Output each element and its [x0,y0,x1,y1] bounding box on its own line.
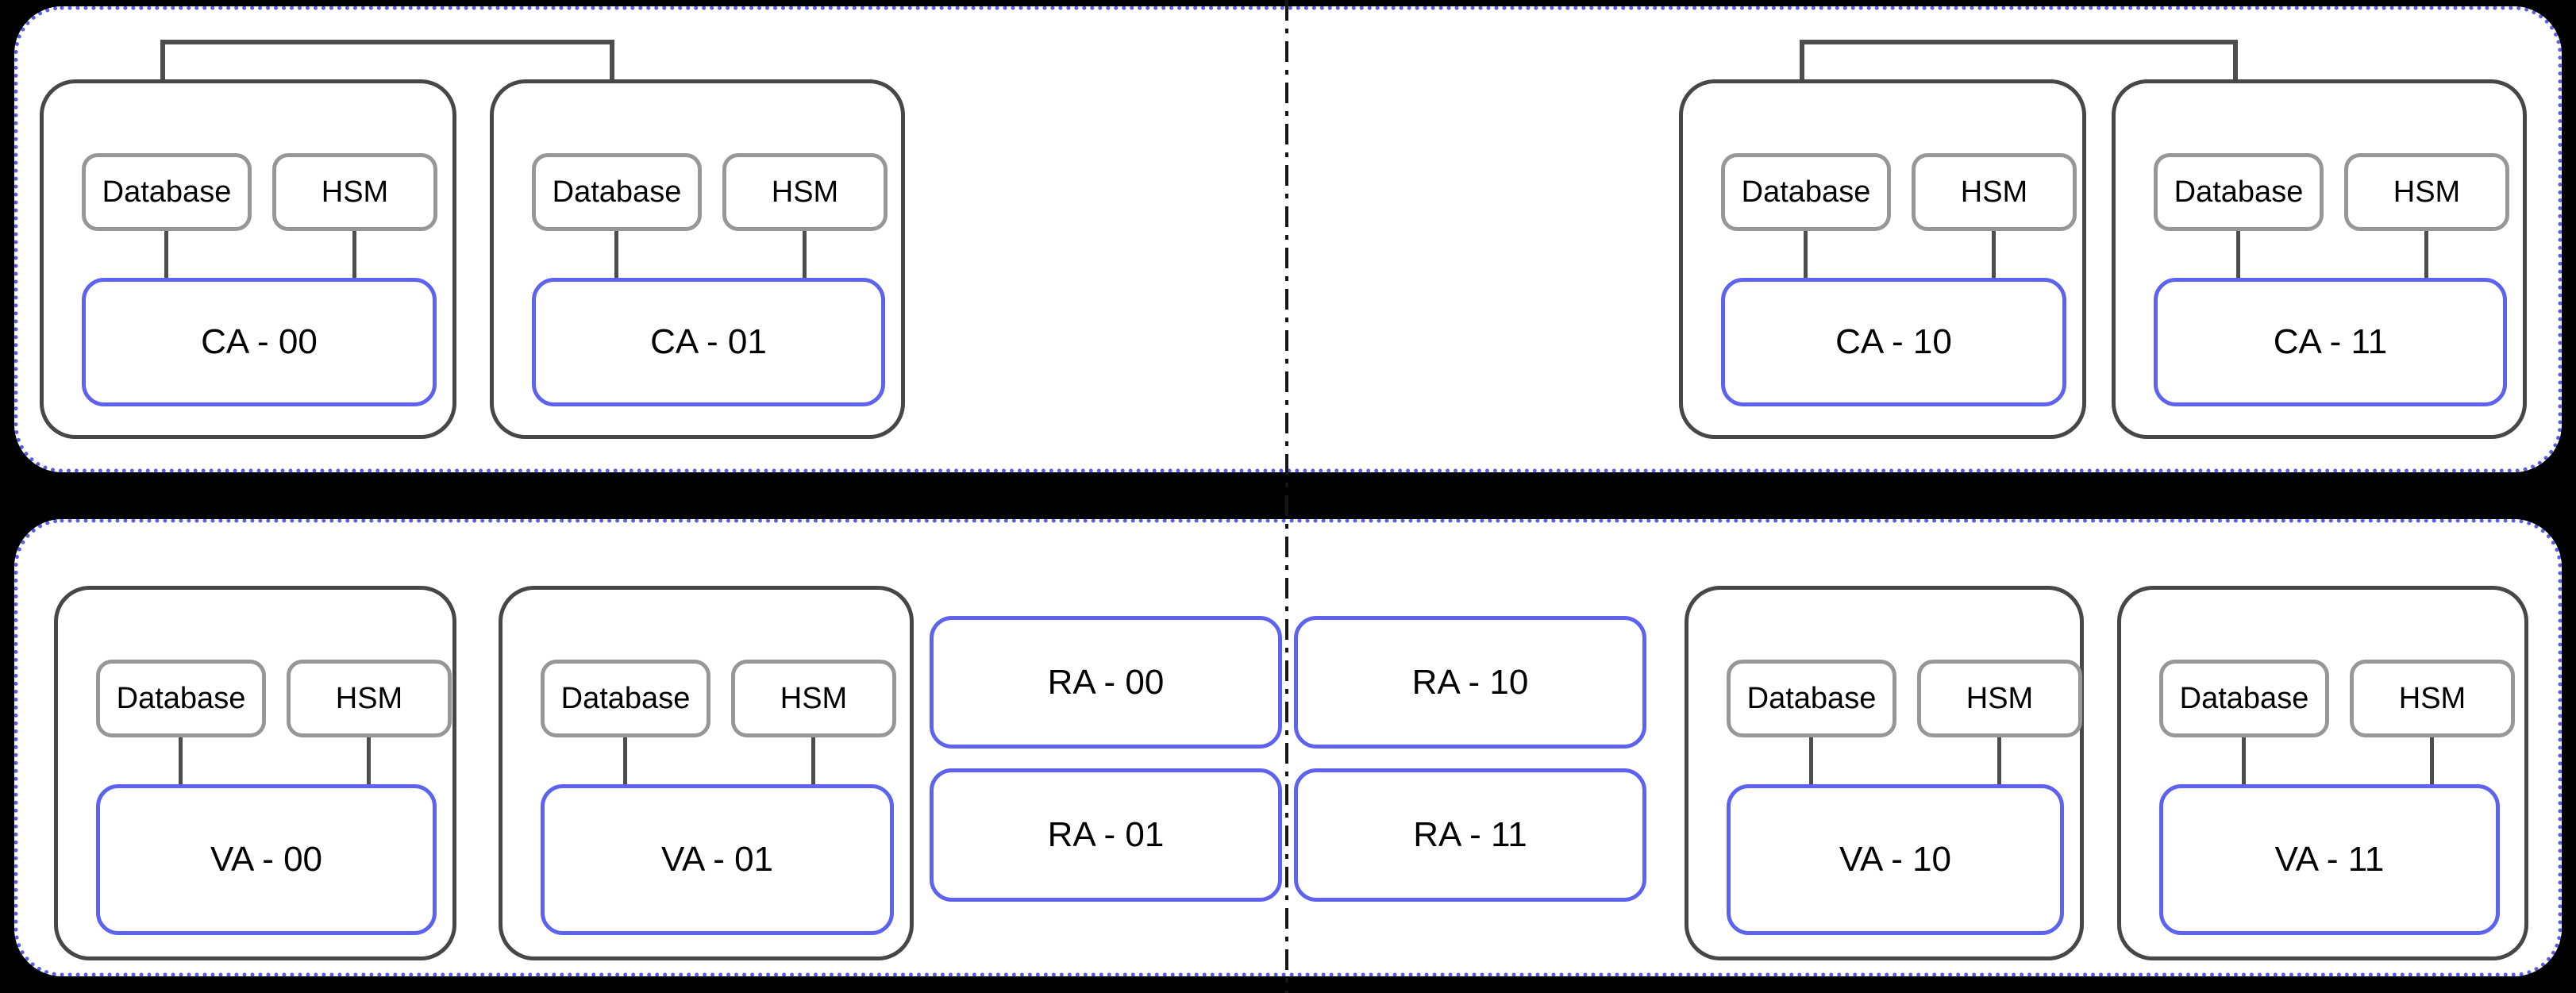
hsm-connector-line [1992,231,1996,279]
va-01-label: VA - 01 [660,840,774,879]
node-ca-11[interactable]: Database HSM CA - 11 [2112,79,2527,439]
ra-11-label: RA - 11 [1413,815,1527,854]
node-va-01[interactable]: Database HSM VA - 01 [499,586,914,960]
hsm-box[interactable]: HSM [2350,660,2515,737]
sync-line [163,40,614,44]
va-11-box[interactable]: VA - 11 [2159,784,2500,935]
va-00-box[interactable]: VA - 00 [96,784,437,935]
node-va-10[interactable]: Database HSM VA - 10 [1685,586,2084,960]
ca-00-box[interactable]: CA - 00 [82,278,437,406]
database-connector-line [623,737,627,785]
database-box[interactable]: Database [1727,660,1896,737]
va-11-label: VA - 11 [2274,840,2385,879]
database-label: Database [560,681,691,715]
ra-10-label: RA - 10 [1411,662,1529,702]
hsm-label: HSM [1966,681,2034,715]
database-connector-line [614,231,618,279]
node-ca-00[interactable]: Database HSM CA - 00 [40,79,456,439]
hsm-box[interactable]: HSM [722,153,888,231]
node-va-11[interactable]: Database HSM VA - 11 [2117,586,2528,960]
node-ra-10[interactable]: RA - 10 [1294,616,1646,749]
database-connector-line [164,231,168,279]
database-label: Database [2174,175,2304,209]
hsm-label: HSM [1960,175,2028,209]
node-ra-00[interactable]: RA - 00 [930,616,1282,749]
va-01-box[interactable]: VA - 01 [541,784,894,935]
hsm-connector-line [367,737,371,785]
hsm-box[interactable]: HSM [287,660,452,737]
hsm-connector-line [811,737,815,785]
hsm-box[interactable]: HSM [1912,153,2077,231]
database-connector-line [1804,231,1808,279]
database-connector-line [1809,737,1813,785]
ca-11-box[interactable]: CA - 11 [2154,278,2507,406]
hsm-label: HSM [321,175,389,209]
database-label: Database [552,175,682,209]
database-connector-line [2236,231,2240,279]
database-connector-line [179,737,183,785]
ca-01-box[interactable]: CA - 01 [532,278,885,406]
va-10-box[interactable]: VA - 10 [1727,784,2064,935]
hsm-label: HSM [771,175,839,209]
database-label: Database [2179,681,2309,715]
ca-01-label: CA - 01 [650,322,767,361]
database-label: Database [102,175,232,209]
database-box[interactable]: Database [2159,660,2329,737]
node-ca-01[interactable]: Database HSM CA - 01 [490,79,905,439]
database-label: Database [116,681,246,715]
site-divider-line [1285,0,1288,993]
hsm-label: HSM [2398,681,2466,715]
node-va-00[interactable]: Database HSM VA - 00 [54,586,456,960]
ca-10-box[interactable]: CA - 10 [1721,278,2066,406]
database-label: Database [1741,175,1871,209]
va-10-label: VA - 10 [1839,840,1952,879]
hsm-box[interactable]: HSM [1917,660,2082,737]
database-box[interactable]: Database [1721,153,1891,231]
database-box[interactable]: Database [532,153,702,231]
ra-01-label: RA - 01 [1047,815,1165,854]
node-ra-01[interactable]: RA - 01 [930,768,1282,902]
hsm-box[interactable]: HSM [2344,153,2509,231]
ca-11-label: CA - 11 [2273,322,2388,361]
node-ra-11[interactable]: RA - 11 [1294,768,1646,902]
database-connector-line [2242,737,2246,785]
hsm-box[interactable]: HSM [731,660,896,737]
ca-00-label: CA - 00 [201,322,318,361]
va-00-label: VA - 00 [210,840,323,879]
node-ca-10[interactable]: Database HSM CA - 10 [1679,79,2086,439]
hsm-connector-line [2430,737,2434,785]
hsm-label: HSM [335,681,403,715]
database-box[interactable]: Database [96,660,266,737]
sync-line [1802,40,2238,44]
ca-10-label: CA - 10 [1835,322,1952,361]
hsm-connector-line [352,231,356,279]
hsm-label: HSM [780,681,848,715]
database-box[interactable]: Database [2154,153,2324,231]
database-box[interactable]: Database [541,660,710,737]
hsm-box[interactable]: HSM [272,153,437,231]
hsm-label: HSM [2393,175,2461,209]
hsm-connector-line [2424,231,2428,279]
database-label: Database [1746,681,1877,715]
hsm-connector-line [1997,737,2001,785]
hsm-connector-line [803,231,807,279]
ra-00-label: RA - 00 [1047,662,1165,702]
database-box[interactable]: Database [82,153,252,231]
